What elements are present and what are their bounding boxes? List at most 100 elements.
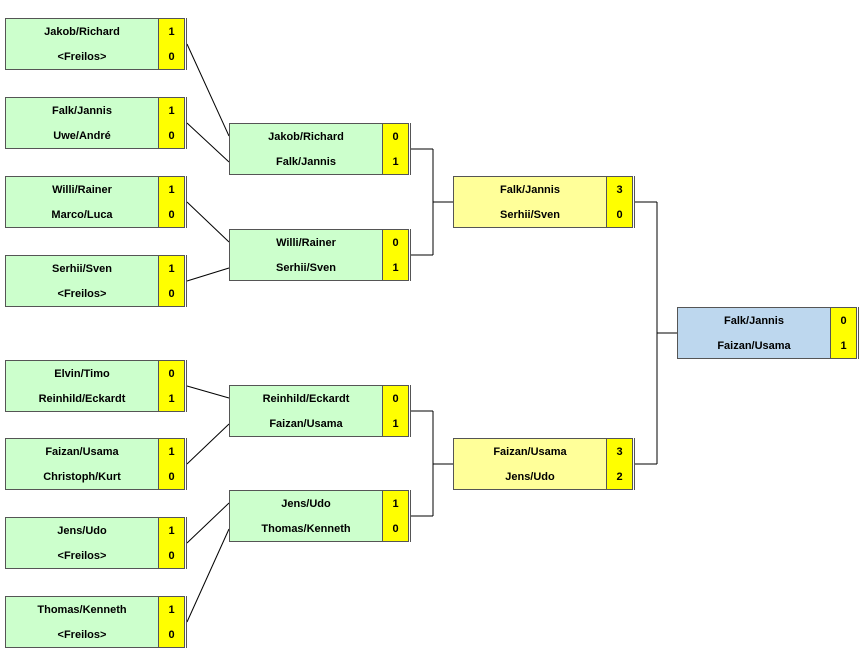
- box-shadow-line: [186, 18, 187, 70]
- team-name: Falk/Jannis: [453, 176, 607, 203]
- team-score: 0: [382, 229, 409, 256]
- connector-r1-r2: [186, 502, 230, 544]
- team-score: 0: [606, 202, 633, 228]
- box-shadow-line: [186, 517, 187, 569]
- team-score: 1: [158, 176, 185, 203]
- team-name: Elvin/Timo: [5, 360, 159, 387]
- team-score: 0: [158, 543, 185, 569]
- connector-r1-r2: [186, 423, 230, 465]
- team-name: Marco/Luca: [5, 202, 159, 228]
- team-score: 1: [830, 333, 857, 359]
- connector-r1-r2: [186, 43, 230, 137]
- team-score: 1: [382, 255, 409, 281]
- team-score: 1: [158, 438, 185, 465]
- team-score: 0: [382, 516, 409, 542]
- team-score: 0: [382, 385, 409, 412]
- connector-r1-r2: [186, 528, 230, 623]
- box-shadow-line: [186, 596, 187, 648]
- team-score: 3: [606, 176, 633, 203]
- connector-r1-r2: [186, 267, 230, 282]
- team-score: 0: [158, 360, 185, 387]
- box-shadow-line: [186, 97, 187, 149]
- box-shadow-line: [410, 229, 411, 281]
- team-name: <Freilos>: [5, 281, 159, 307]
- box-shadow-line: [186, 360, 187, 412]
- team-row: <Freilos>0: [5, 281, 185, 307]
- box-shadow-line: [410, 385, 411, 437]
- connector-r1-r2: [186, 122, 230, 163]
- team-name: Serhii/Sven: [229, 255, 383, 281]
- team-name: Jens/Udo: [5, 517, 159, 544]
- team-score: 1: [382, 149, 409, 175]
- connector-r1-r2: [186, 385, 230, 399]
- team-row: <Freilos>0: [5, 622, 185, 648]
- box-shadow-line: [410, 490, 411, 542]
- team-name: Reinhild/Eckardt: [229, 385, 383, 412]
- team-score: 0: [158, 123, 185, 149]
- box-shadow-line: [186, 255, 187, 307]
- team-name: Serhii/Sven: [5, 255, 159, 282]
- team-name: Jens/Udo: [453, 464, 607, 490]
- team-name: Falk/Jannis: [229, 149, 383, 175]
- team-score: 0: [158, 281, 185, 307]
- box-shadow-line: [410, 123, 411, 175]
- team-score: 0: [830, 307, 857, 334]
- box-shadow-line: [634, 438, 635, 490]
- team-name: <Freilos>: [5, 622, 159, 648]
- team-name: Faizan/Usama: [677, 333, 831, 359]
- box-shadow-line: [858, 307, 859, 359]
- team-score: 2: [606, 464, 633, 490]
- team-score: 0: [158, 464, 185, 490]
- team-name: Reinhild/Eckardt: [5, 386, 159, 412]
- team-score: 0: [158, 622, 185, 648]
- box-shadow-line: [186, 438, 187, 490]
- team-score: 1: [382, 411, 409, 437]
- team-row: <Freilos>0: [5, 44, 185, 70]
- team-name: Faizan/Usama: [453, 438, 607, 465]
- team-score: 1: [382, 490, 409, 517]
- team-score: 1: [158, 517, 185, 544]
- team-name: <Freilos>: [5, 44, 159, 70]
- team-name: Jakob/Richard: [229, 123, 383, 150]
- team-name: Falk/Jannis: [677, 307, 831, 334]
- team-score: 1: [158, 255, 185, 282]
- team-score: 0: [158, 202, 185, 228]
